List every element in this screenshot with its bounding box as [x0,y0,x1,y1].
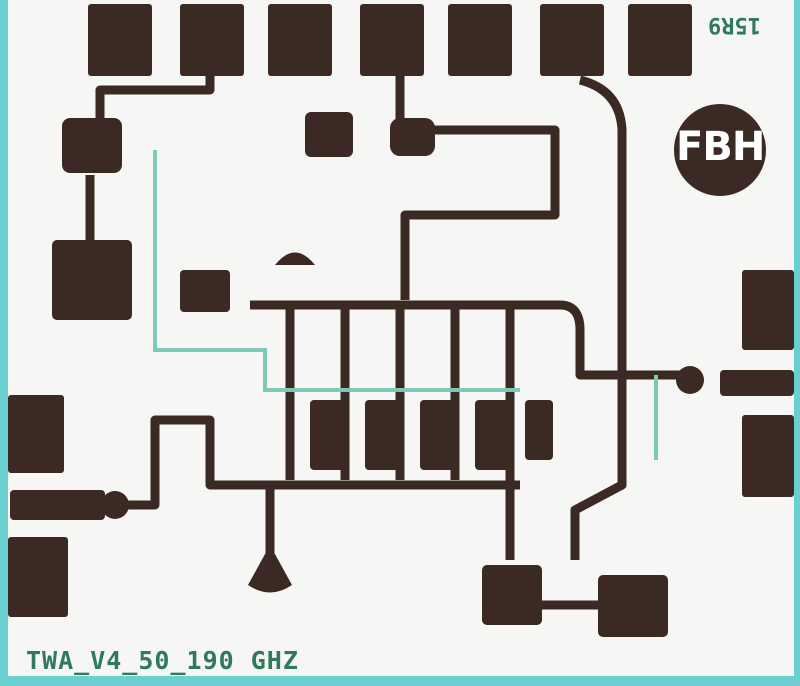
radial-stub-top [275,252,315,265]
transistors [52,112,704,637]
radial-stub-bottom [248,545,292,593]
top-pads [88,4,692,76]
traces [85,75,680,610]
thin-lines [153,150,658,460]
chip-id-label: 15R9 [708,12,761,37]
logo-text: FBH [676,124,765,170]
chip-name-label: TWA_V4_50_190 GHZ [26,646,299,675]
side-pads [8,270,794,617]
fbh-logo [674,104,766,196]
